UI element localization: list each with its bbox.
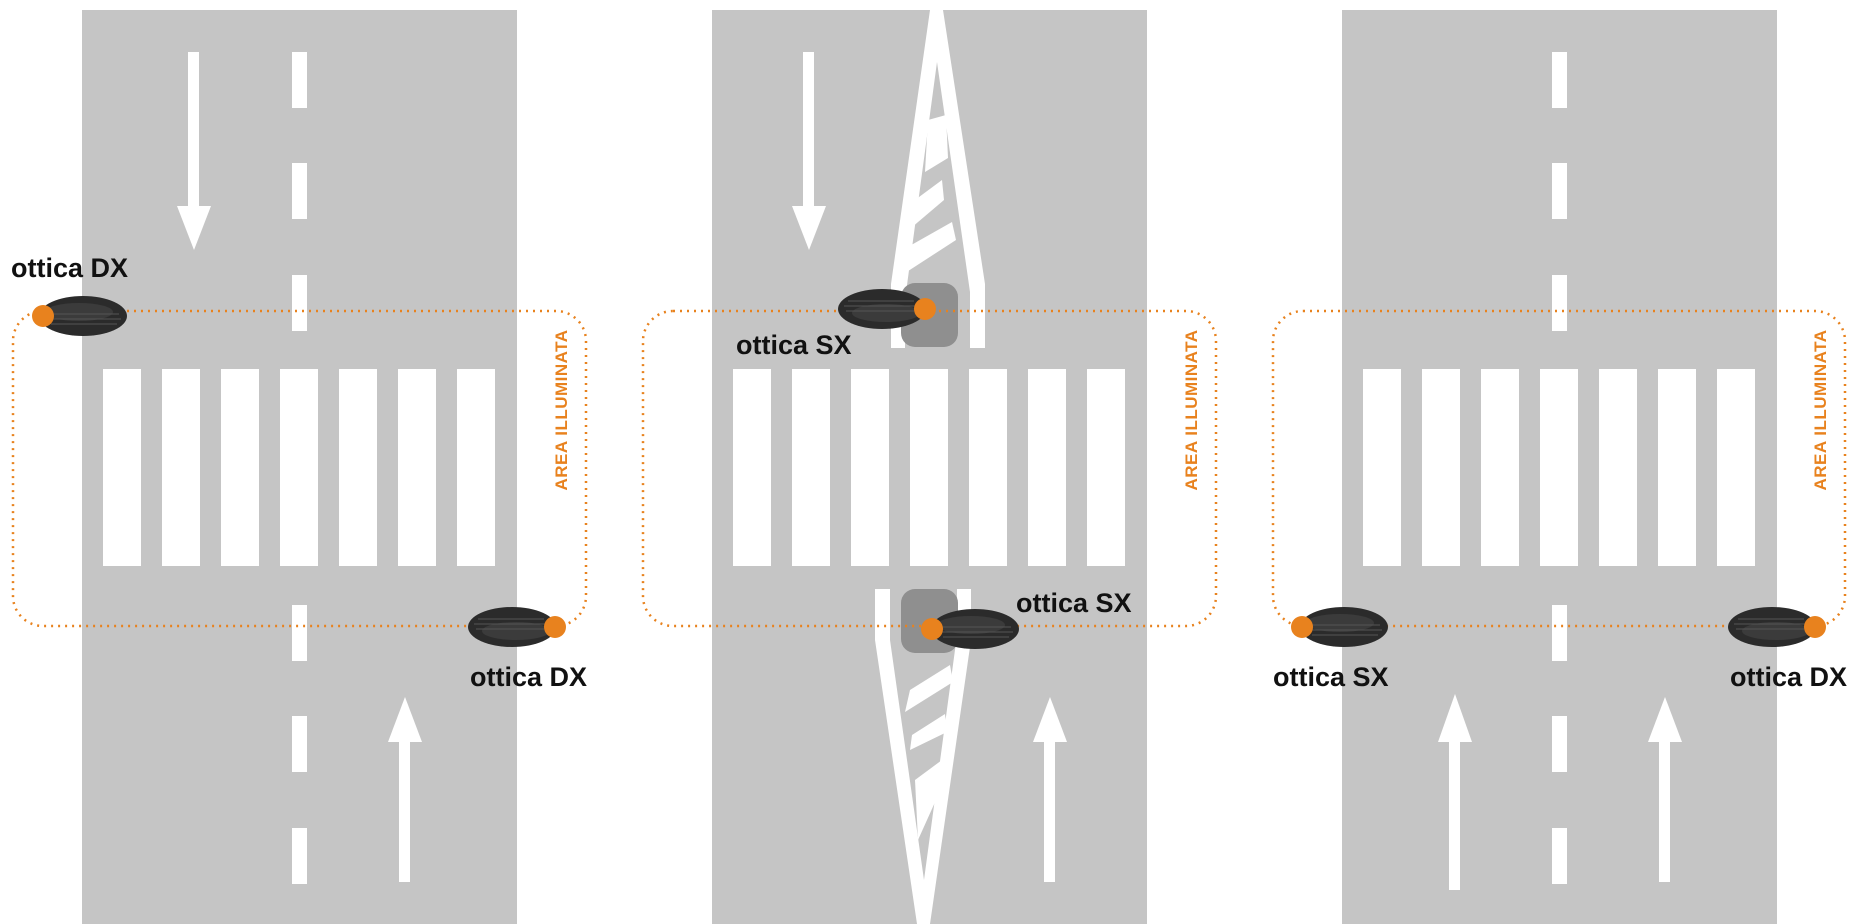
traffic-direction-arrow-icon (177, 52, 211, 250)
light-point-icon (32, 305, 54, 327)
center-dashed-line (292, 52, 307, 884)
center-dashed-line (1552, 52, 1567, 884)
traffic-direction-arrow-icon (1648, 697, 1682, 882)
streetlight-head-icon (1727, 606, 1817, 648)
traffic-direction-arrow-icon (388, 697, 422, 882)
panel-one-way-road: AREA ILLUMINATA ottica SX ottica DX (1271, 10, 1847, 924)
illuminated-area-label: AREA ILLUMINATA (552, 329, 571, 490)
optic-label: ottica SX (1016, 588, 1132, 618)
light-point-icon (544, 616, 566, 638)
light-point-icon (921, 618, 943, 640)
illuminated-area-outline (1271, 309, 1847, 628)
optic-label: ottica SX (736, 330, 852, 360)
illuminated-area-outline (11, 309, 588, 628)
optic-label: ottica DX (11, 253, 128, 283)
zebra-crossing (1363, 369, 1755, 566)
zebra-crossing (733, 369, 1125, 566)
panel-traffic-island-road: AREA ILLUMINATA ottica SX ottica SX (641, 10, 1218, 924)
zebra-crossing (103, 369, 495, 566)
streetlight-head-icon (1299, 606, 1389, 648)
streetlight-head-icon (837, 288, 927, 330)
optic-label: ottica DX (1730, 662, 1847, 692)
illuminated-area-label: AREA ILLUMINATA (1811, 329, 1830, 490)
light-point-icon (914, 298, 936, 320)
light-point-icon (1804, 616, 1826, 638)
streetlight-head-icon (930, 608, 1020, 650)
light-point-icon (1291, 616, 1313, 638)
traffic-direction-arrow-icon (1438, 694, 1472, 890)
traffic-direction-arrow-icon (1033, 697, 1067, 882)
illuminated-area-outline (641, 309, 1218, 628)
streetlight-head-icon (467, 606, 557, 648)
illuminated-area-label: AREA ILLUMINATA (1182, 329, 1201, 490)
optic-label: ottica SX (1273, 662, 1389, 692)
panel-two-way-road: AREA ILLUMINATA ottica DX ottica DX (11, 10, 588, 924)
optic-label: ottica DX (470, 662, 587, 692)
traffic-direction-arrow-icon (792, 52, 826, 250)
